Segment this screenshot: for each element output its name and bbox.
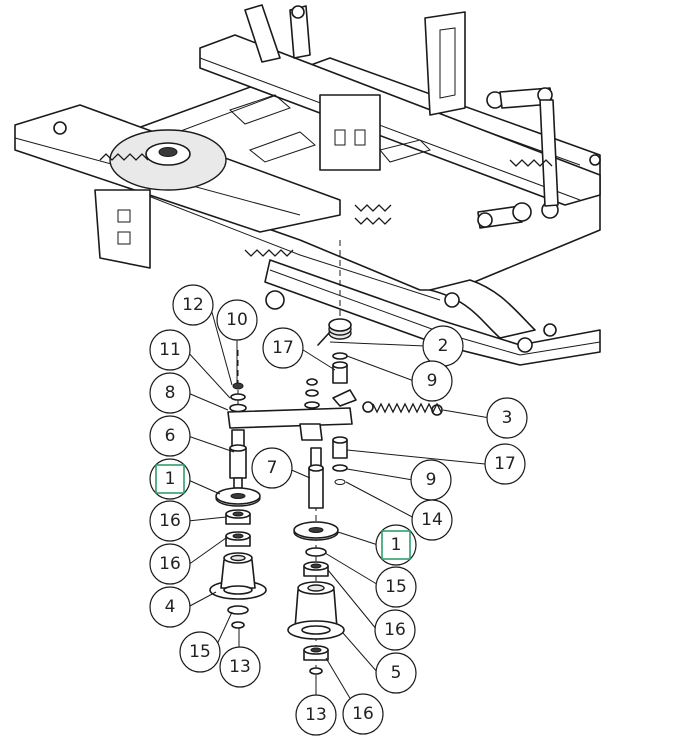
part-13-nut-left [231,621,245,629]
part-2-torsion-spring [317,318,352,346]
svg-text:15: 15 [189,642,211,662]
svg-text:16: 16 [159,511,181,531]
svg-text:1: 1 [165,469,176,489]
callout-2: 2 [422,325,464,367]
svg-text:11: 11 [159,340,181,360]
svg-text:14: 14 [421,510,443,530]
callout-1-highlighted-right: 1 [375,524,417,566]
svg-text:6: 6 [165,426,176,446]
callout-16-b: 16 [149,543,191,585]
svg-text:15: 15 [385,577,407,597]
exploded-parts [209,318,443,675]
part-10-11-12-stack [229,382,247,413]
part-13-nut-right [309,667,323,675]
svg-text:1: 1 [391,535,402,555]
svg-text:9: 9 [427,371,438,391]
callout-15-b: 15 [375,566,417,608]
svg-text:16: 16 [384,620,406,640]
part-16-bearing-left-lower [225,531,251,547]
callout-13-a: 13 [219,646,261,688]
leader-lines [185,304,491,715]
part-4-pulley [209,552,267,600]
part-5-pulley [287,581,345,640]
svg-text:13: 13 [305,705,327,725]
svg-text:2: 2 [438,336,449,356]
callout-13-b: 13 [295,694,337,736]
svg-text:16: 16 [159,554,181,574]
part-9-washer-lower [332,464,348,472]
callout-9-a: 9 [411,360,453,402]
part-14-clip [334,479,346,485]
callout-4: 4 [149,586,191,628]
callout-9-b: 9 [410,459,452,501]
svg-text:9: 9 [426,470,437,490]
svg-text:16: 16 [352,704,374,724]
callout-12: 12 [172,284,214,326]
callout-6: 6 [149,415,191,457]
part-17-bushing-upper [332,361,348,384]
callout-3: 3 [486,397,528,439]
svg-text:13: 13 [229,657,251,677]
callout-17-a: 17 [262,327,304,369]
part-16-bearing-right-lower [303,645,329,661]
svg-text:8: 8 [165,383,176,403]
svg-text:10: 10 [226,310,248,330]
callout-17-b: 17 [484,443,526,485]
mower-frame [14,4,601,366]
part-1-disc-right [293,521,339,541]
callout-16-c: 16 [374,609,416,651]
svg-text:12: 12 [182,295,204,315]
callout-14: 14 [411,499,453,541]
callout-7: 7 [251,447,293,489]
part-7-shaft [308,447,324,509]
part-16-bearing-left-upper [225,509,251,525]
part-8-link-arm [227,389,357,441]
part-9-washer-upper [332,352,348,360]
callouts: 12 10 11 8 6 1 16 16 4 15 13 7 17 2 9 3 … [149,284,528,736]
callout-10: 10 [216,299,258,341]
callout-5: 5 [375,652,417,694]
part-6-shaft [229,429,247,489]
callout-16-a: 16 [149,500,191,542]
callout-16-d: 16 [342,693,384,735]
callout-11: 11 [149,329,191,371]
svg-text:5: 5 [391,663,402,683]
part-15-ring-left [227,605,249,615]
callout-1-highlighted-left: 1 [149,458,191,500]
svg-text:4: 4 [165,597,176,617]
part-15-ring-right [305,547,327,557]
svg-text:3: 3 [502,408,513,428]
svg-text:17: 17 [494,454,516,474]
part-17-bushing-lower [332,436,348,459]
part-3-extension-spring [362,401,443,416]
callout-15-a: 15 [179,631,221,673]
callout-8: 8 [149,372,191,414]
svg-text:17: 17 [272,338,294,358]
svg-text:7: 7 [267,458,278,478]
part-1-disc-left [215,487,261,507]
part-16-bearing-right-upper [303,561,329,577]
